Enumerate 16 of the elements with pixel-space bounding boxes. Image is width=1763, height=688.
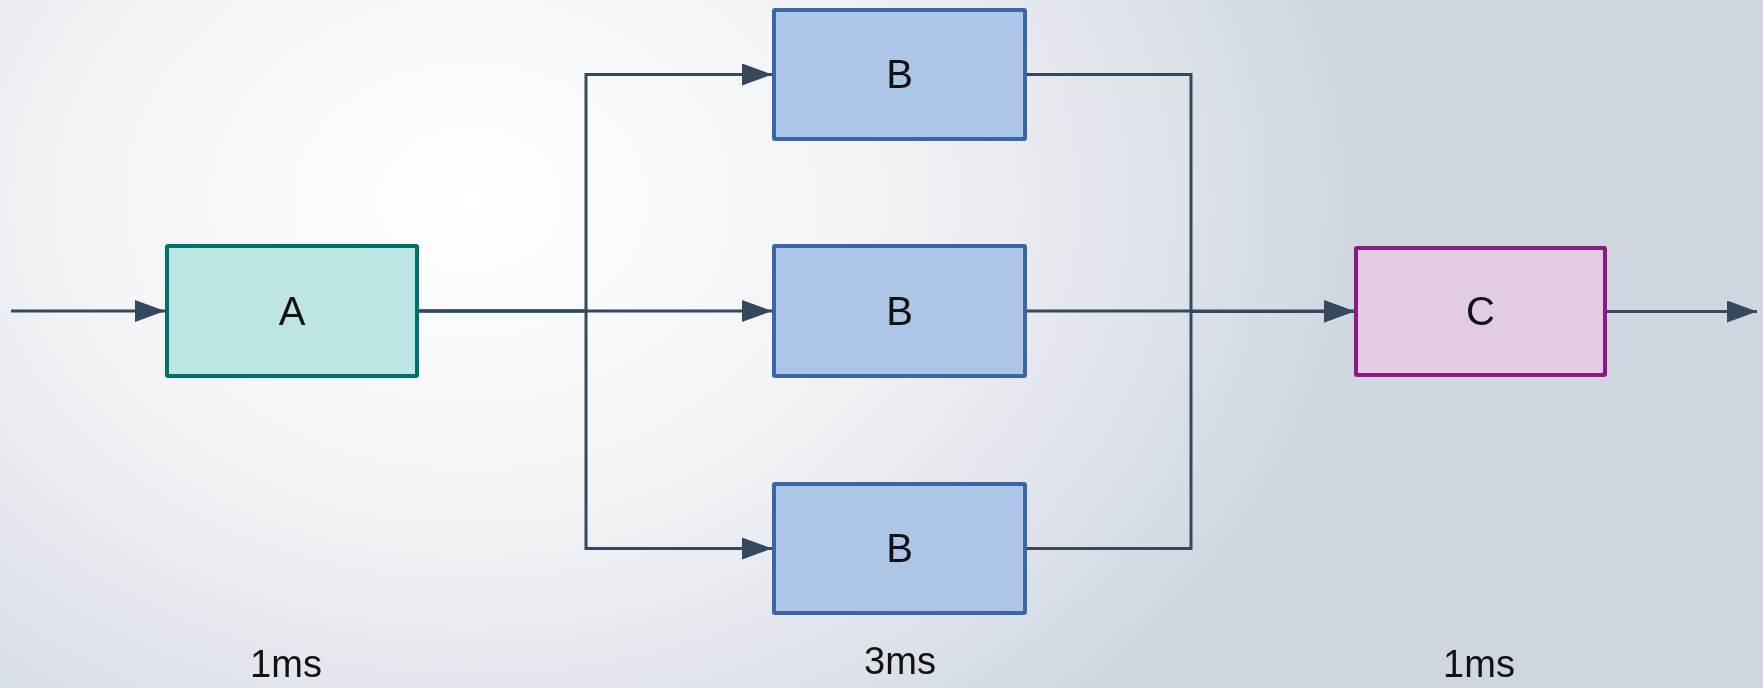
box-label: B (886, 526, 913, 571)
duration-label: 3ms (864, 640, 936, 683)
arrow (11, 300, 165, 322)
duration-label: 1ms (1443, 643, 1515, 686)
process-box (772, 8, 1027, 141)
box-label: B (886, 52, 913, 97)
process-box (772, 244, 1027, 378)
duration-label: 1ms (250, 643, 322, 686)
process-box (1354, 246, 1607, 377)
box-label: A (278, 288, 306, 334)
box-label: B (886, 288, 913, 334)
process-box (772, 482, 1027, 615)
box-label: C (1466, 289, 1495, 334)
process-box (165, 244, 419, 378)
arrow (419, 309, 772, 560)
arrow (1607, 300, 1757, 323)
